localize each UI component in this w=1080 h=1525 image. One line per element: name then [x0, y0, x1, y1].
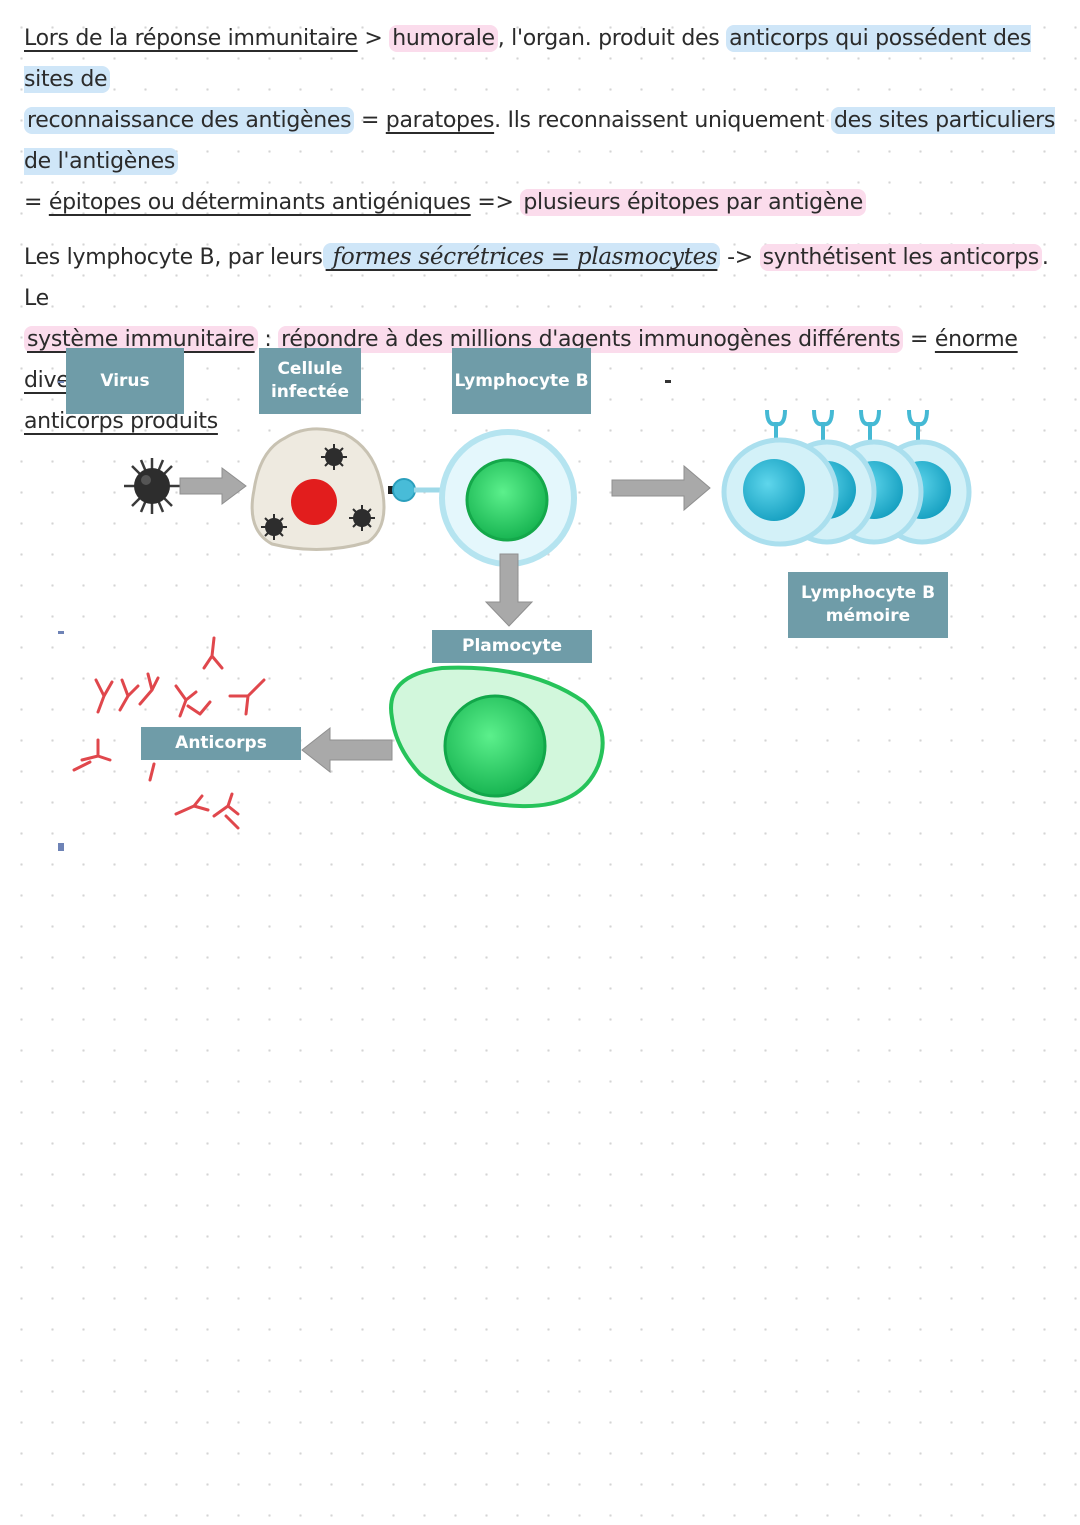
label-infected-cell: Cellule infectée [259, 348, 361, 414]
memory-b-lymphocytes-icon [721, 409, 972, 547]
text-phrase-underlined: paratopes [385, 108, 495, 133]
arrow-right-icon [179, 467, 247, 505]
highlight-pink: synthétisent les anticorps [759, 244, 1042, 271]
infected-cell-icon [250, 427, 386, 551]
label-antibodies-text: Anticorps [175, 733, 267, 753]
highlight-blue-serif: formes sécrétrices = plasmocytes [322, 243, 721, 271]
text-phrase: : [257, 327, 279, 352]
receptor-link-icon [388, 478, 446, 502]
label-memory-b-lymphocyte: Lymphocyte B mémoire [788, 572, 948, 638]
highlight-blue: reconnaissance des antigènes [24, 107, 355, 134]
text-phrase: . Ils reconnaissent uniquement [494, 108, 831, 133]
text-phrase: . Le [24, 245, 1049, 311]
label-plasmocyte: Plamocyte [432, 630, 592, 663]
paragraph-b-lymphocytes: Les lymphocyte B, par leurs formes sécré… [24, 237, 1069, 442]
list-bullet-mark [58, 631, 64, 634]
arrow-down-icon [484, 553, 534, 627]
text-phrase: , l'organ. produit des [497, 26, 727, 51]
text-phrase: Lors de la réponse immunitaire [24, 26, 358, 51]
list-bullet-mark [58, 843, 64, 851]
paragraph-humoral-response: Lors de la réponse immunitaire > humoral… [24, 18, 1069, 223]
label-virus: Virus [66, 348, 184, 414]
text-phrase: = [354, 108, 386, 133]
label-b-lymphocyte: Lymphocyte B [452, 348, 591, 414]
notes-text: Lors de la réponse immunitaire > humoral… [24, 18, 1069, 442]
label-virus-text: Virus [100, 370, 150, 391]
virus-icon [124, 458, 180, 514]
arrow-right-icon [611, 464, 711, 512]
diagram-illustration [72, 409, 972, 830]
text-phrase: Les lymphocyte B, par leurs [24, 245, 323, 270]
label-memory-b-line1: Lymphocyte B [800, 583, 936, 603]
immune-response-diagram: Virus Cellule infectée Lymphocyte B Lymp… [0, 330, 1080, 890]
text-phrase: -> [720, 245, 760, 270]
highlight-pink: humorale [389, 25, 498, 52]
text-phrase: = [903, 327, 935, 352]
text-phrase: => [470, 190, 521, 215]
label-plasmocyte-text: Plamocyte [462, 636, 562, 656]
label-infected-cell-line2: infectée [270, 382, 350, 402]
b-lymphocyte-icon [439, 429, 577, 567]
plasmocyte-icon [389, 665, 605, 809]
antibodies-icon [72, 636, 266, 830]
label-memory-b-line2: mémoire [825, 606, 911, 626]
label-antibodies: Anticorps [141, 727, 301, 760]
text-phrase: > [357, 26, 390, 51]
highlight-pink: répondre à des millions d'agents immunog… [278, 326, 904, 353]
arrow-left-icon [301, 726, 393, 774]
text-phrase-underlined: épitopes ou déterminants antigéniques [48, 190, 471, 215]
label-infected-cell-line1: Cellule [277, 359, 343, 379]
label-b-lymphocyte-text: Lymphocyte B [454, 370, 589, 391]
text-phrase: = [24, 190, 49, 215]
list-bullet-mark [58, 381, 64, 383]
highlight-pink: plusieurs épitopes par antigène [520, 189, 866, 216]
list-bullet-mark [665, 380, 671, 383]
